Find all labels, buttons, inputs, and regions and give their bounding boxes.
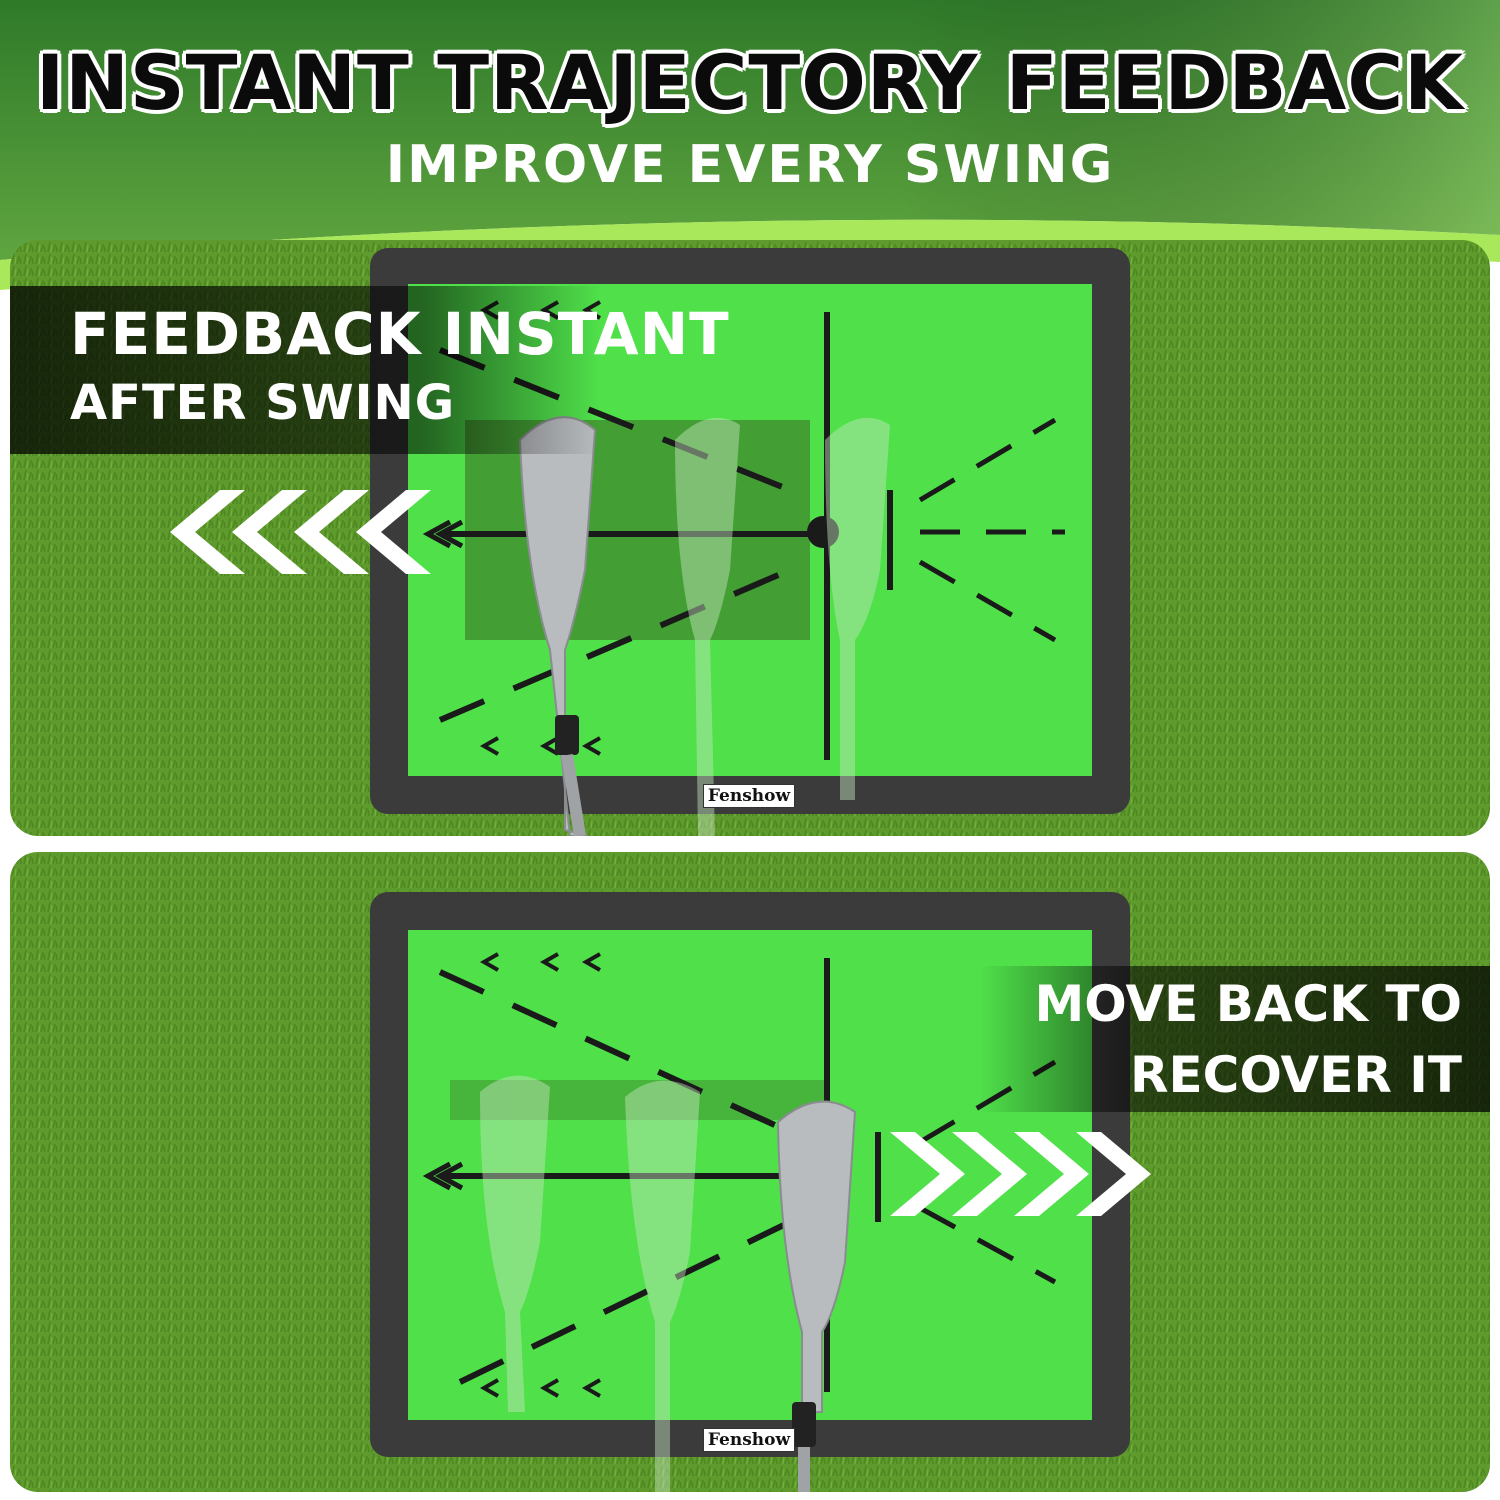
brand-logo-top: Fenshow — [703, 784, 795, 808]
caption-top-line1: FEEDBACK INSTANT — [70, 300, 730, 368]
headline: INSTANT TRAJECTORY FEEDBACK — [36, 38, 1464, 127]
header-banner: INSTANT TRAJECTORY FEEDBACK IMPROVE EVER… — [0, 0, 1500, 290]
bottom-demo-panel — [10, 852, 1490, 1492]
brand-logo-bottom: Fenshow — [703, 1428, 795, 1452]
caption-bottom-line1: MOVE BACK TO — [1034, 975, 1462, 1033]
caption-top-line2: AFTER SWING — [70, 375, 456, 431]
caption-bottom-backdrop — [980, 966, 1490, 1112]
caption-bottom-line2: RECOVER IT — [1130, 1046, 1462, 1104]
subheadline: IMPROVE EVERY SWING — [385, 135, 1115, 195]
caption-top-backdrop — [10, 286, 600, 454]
